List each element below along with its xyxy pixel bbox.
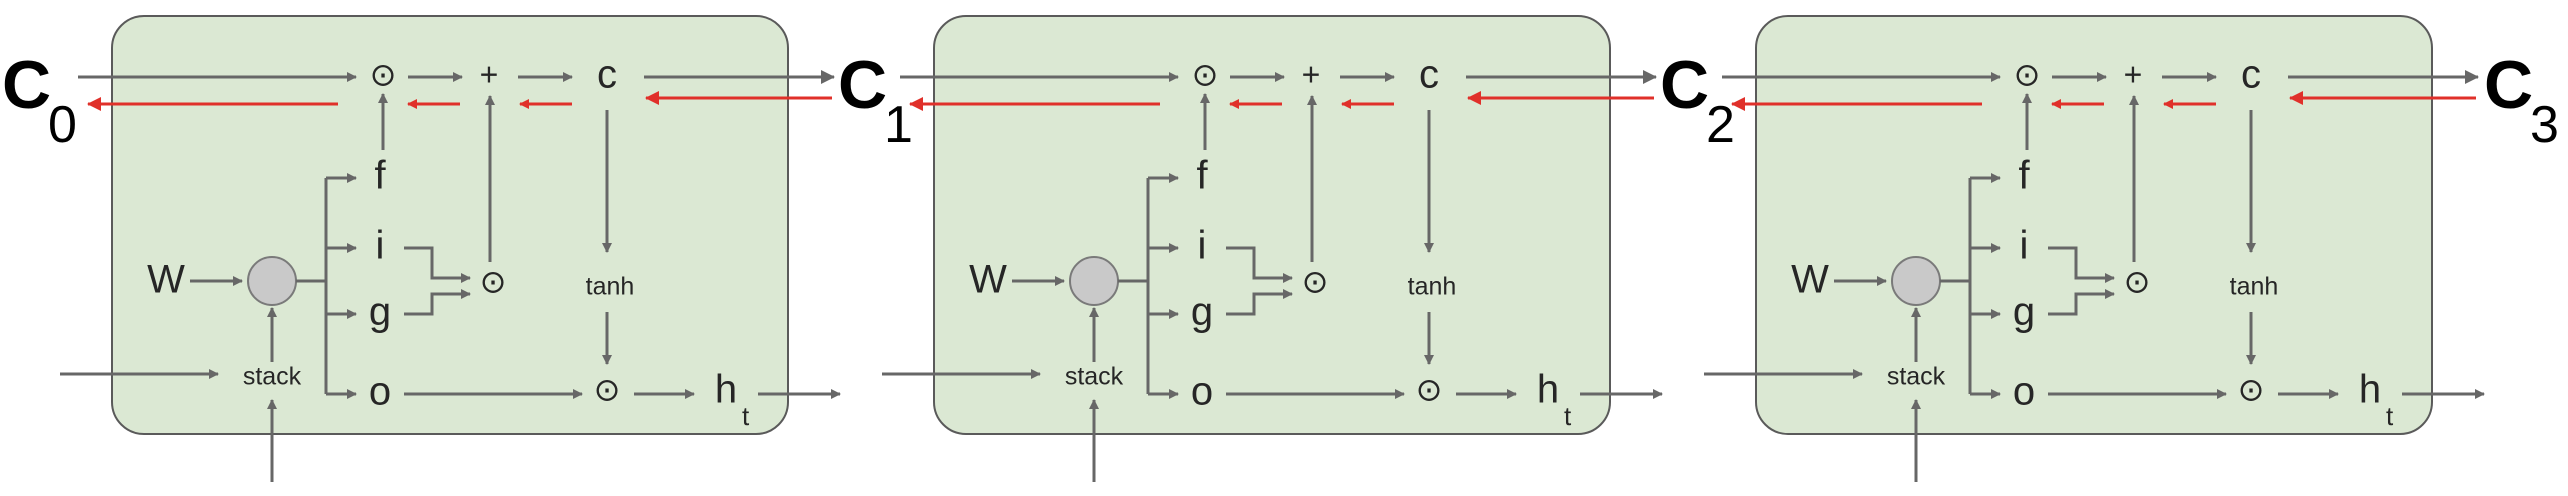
stack-label: stack	[1887, 363, 1946, 391]
cell-state-main: C	[1660, 47, 1709, 123]
cand-to-mul-arrow	[404, 289, 471, 316]
cell-state-main: C	[838, 47, 887, 123]
input-gate-label: i	[1198, 224, 1207, 268]
forget-multiply-op: ⊙	[2014, 56, 2041, 92]
stack-node	[1891, 256, 1941, 306]
cell-state-1: C1	[838, 47, 913, 154]
stack-label: stack	[1065, 363, 1124, 391]
cell-box	[933, 15, 1611, 435]
hidden-subscript: t	[1564, 401, 1572, 431]
weight-label: W	[969, 258, 1007, 302]
cell-state-subscript: 0	[48, 96, 77, 154]
output-multiply-op: ⊙	[2238, 371, 2265, 407]
cell-box	[111, 15, 789, 435]
forget-gate-label: f	[374, 154, 386, 198]
hidden-subscript: t	[742, 401, 750, 431]
output-gate-label: o	[369, 370, 391, 414]
stack-node	[247, 256, 297, 306]
forget-multiply-op: ⊙	[1192, 56, 1219, 92]
forget-gate-label: f	[1196, 154, 1208, 198]
candidate-gate-label: g	[1191, 290, 1213, 334]
tanh-label: tanh	[586, 273, 635, 301]
hidden-subscript: t	[2386, 401, 2394, 431]
hidden-label: h	[2359, 368, 2381, 412]
input-to-mul-arrow	[1226, 246, 1293, 283]
cell-add-op: +	[2124, 56, 2143, 92]
input-multiply-op: ⊙	[480, 263, 507, 299]
cell-state-main: C	[2, 47, 51, 123]
input-multiply-op: ⊙	[2124, 263, 2151, 299]
cell-state-subscript: 1	[884, 96, 913, 154]
candidate-gate-label: g	[2013, 290, 2035, 334]
cell-add-op: +	[1302, 56, 1321, 92]
input-gate-label: i	[376, 224, 385, 268]
stack-node	[1069, 256, 1119, 306]
cand-to-mul-arrow	[2048, 289, 2115, 316]
output-multiply-op: ⊙	[594, 371, 621, 407]
cell-add-op: +	[480, 56, 499, 92]
output-gate-label: o	[2013, 370, 2035, 414]
output-multiply-op: ⊙	[1416, 371, 1443, 407]
cell-state-0: C0	[2, 47, 77, 154]
input-to-mul-arrow	[2048, 246, 2115, 283]
hidden-label: h	[715, 368, 737, 412]
tanh-label: tanh	[1408, 273, 1457, 301]
cell-state-3: C3	[2484, 47, 2559, 154]
input-to-mul-arrow	[404, 246, 471, 283]
cell-state-main: C	[2484, 47, 2533, 123]
cell-state-subscript: 2	[1706, 96, 1735, 154]
forget-multiply-op: ⊙	[370, 56, 397, 92]
input-multiply-op: ⊙	[1302, 263, 1329, 299]
tanh-label: tanh	[2230, 273, 2279, 301]
cell-state-subscript: 3	[2530, 96, 2559, 154]
candidate-gate-label: g	[369, 290, 391, 334]
cell-box	[1755, 15, 2433, 435]
hidden-label: h	[1537, 368, 1559, 412]
weight-label: W	[1791, 258, 1829, 302]
cell-state-label: c	[597, 53, 617, 97]
cell-state-label: c	[2241, 53, 2261, 97]
cell-state-label: c	[1419, 53, 1439, 97]
weight-label: W	[147, 258, 185, 302]
stack-label: stack	[243, 363, 302, 391]
output-gate-label: o	[1191, 370, 1213, 414]
input-gate-label: i	[2020, 224, 2029, 268]
cand-to-mul-arrow	[1226, 289, 1293, 316]
cell-state-2: C2	[1660, 47, 1735, 154]
forget-gate-label: f	[2018, 154, 2030, 198]
